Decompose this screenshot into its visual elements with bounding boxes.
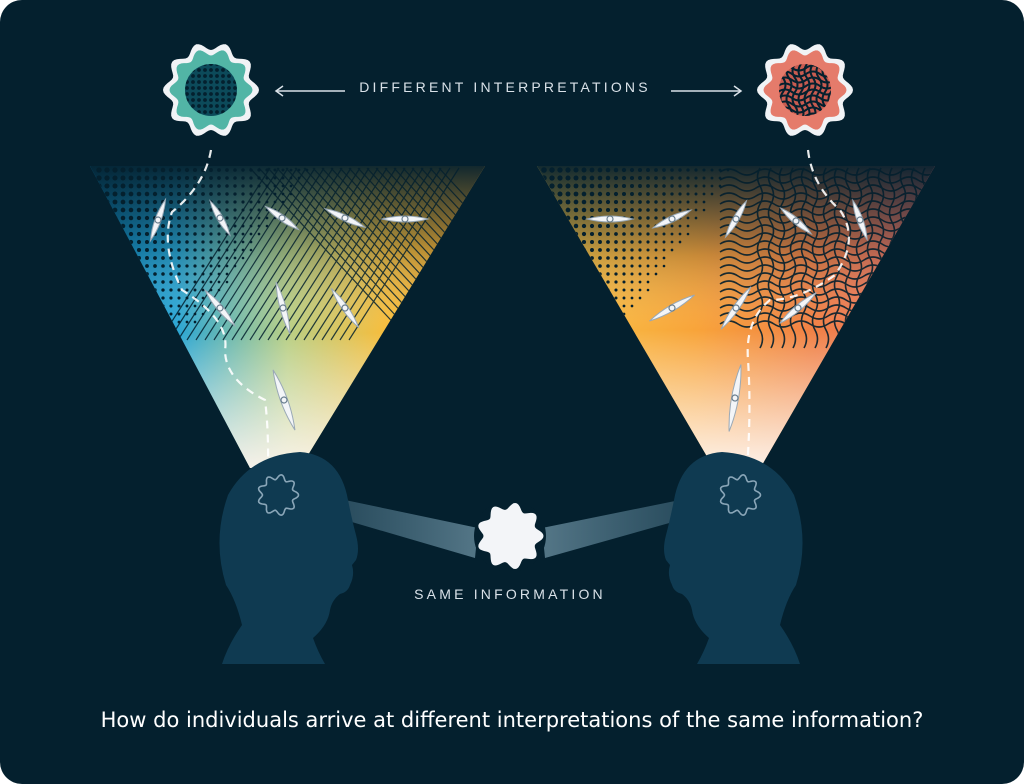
left-beam [345,500,478,558]
right-perception-cone [537,166,935,465]
left-perception-cone [90,166,485,468]
star-information-icon [478,503,544,569]
woven-star-badge-icon [757,44,853,136]
left-needles [149,197,430,431]
left-arrow-icon [274,85,345,97]
dotted-star-badge-icon [163,44,259,136]
right-head-star-icon [719,473,762,517]
left-dashed-path [166,149,270,501]
right-arrow-icon [671,85,743,97]
right-head-silhouette [664,452,803,664]
left-head-silhouette [219,452,358,664]
right-dashed-path [743,149,850,493]
different-interpretations-label: DIFFERENT INTERPRETATIONS [359,79,651,95]
caption-question: How do individuals arrive at different i… [100,708,924,732]
right-beam [542,500,680,558]
same-information-label: SAME INFORMATION [414,586,606,602]
right-needles [585,198,868,432]
left-head-star-icon [257,473,300,517]
